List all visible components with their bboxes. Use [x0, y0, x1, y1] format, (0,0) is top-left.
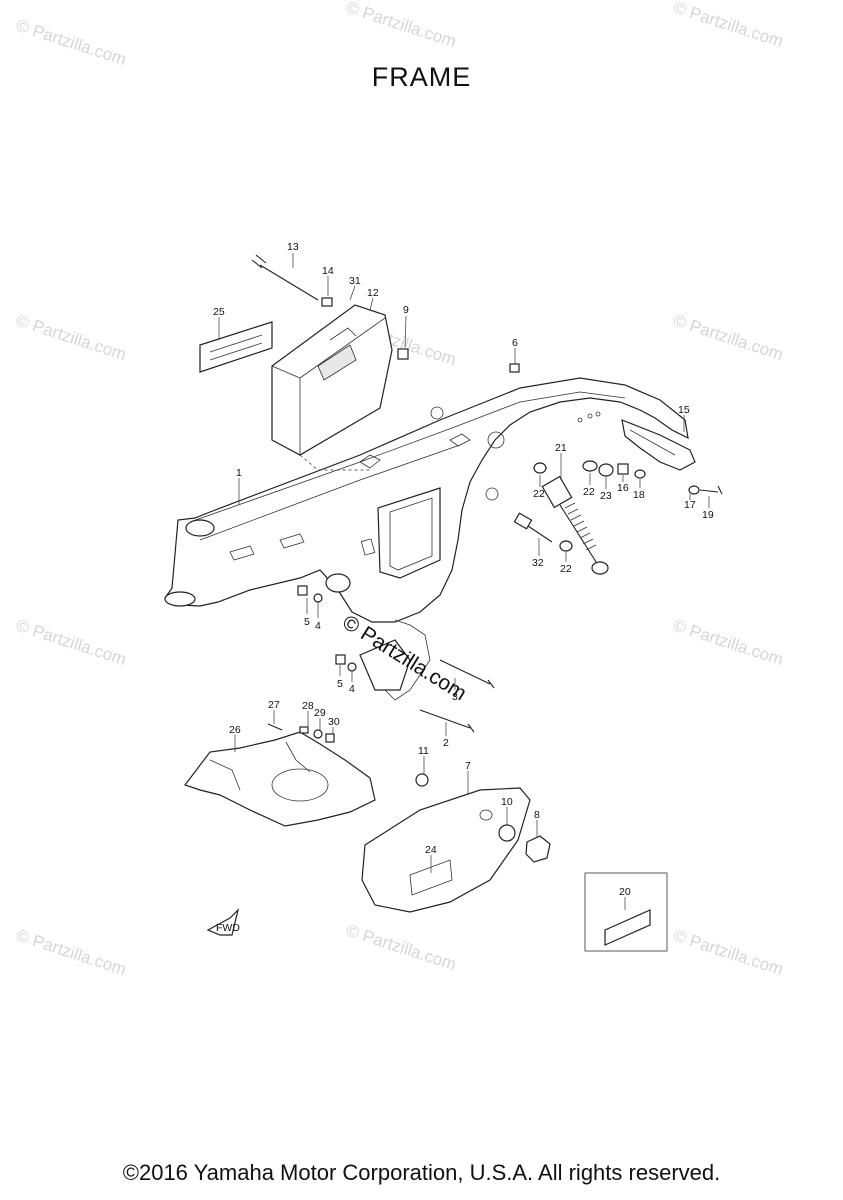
- callout-10: 10: [501, 796, 513, 808]
- svg-text:FWD: FWD: [216, 922, 240, 934]
- callout-15: 15: [678, 404, 690, 416]
- callout-16: 16: [617, 482, 629, 494]
- callout-22: 22: [583, 486, 595, 498]
- callout-7: 7: [465, 760, 471, 772]
- callout-5: 5: [337, 678, 343, 690]
- nut-5a: [297, 585, 308, 596]
- watermark: © Partzilla.com: [14, 16, 129, 69]
- page-title: FRAME: [371, 62, 472, 92]
- callout-11: 11: [418, 745, 429, 757]
- washer-18: [634, 469, 646, 479]
- callout-6: 6: [512, 337, 518, 349]
- fwd-arrow-icon: FWD: [206, 908, 240, 936]
- callout-1: 1: [236, 467, 242, 479]
- callout-20: 20: [619, 886, 631, 898]
- callout-25: 25: [213, 306, 225, 318]
- bolt-13: [251, 254, 319, 301]
- nut-5b: [335, 654, 346, 665]
- leader-lines: [218, 253, 710, 910]
- callout-24: 24: [425, 844, 437, 856]
- bolt-19: [699, 485, 723, 495]
- callout-27: 27: [268, 699, 280, 711]
- callout-13: 13: [287, 241, 299, 253]
- nut-6: [509, 363, 520, 373]
- callout-3: 3: [452, 691, 458, 703]
- fender-flap: [621, 419, 696, 471]
- callout-26: 26: [229, 724, 241, 736]
- side-cover: [361, 787, 531, 913]
- callout-4: 4: [349, 683, 355, 695]
- callout-17: 17: [684, 499, 696, 511]
- nut-16: [617, 463, 629, 475]
- watermark: © Partzilla.com: [671, 616, 786, 669]
- copyright-notice: ©2016 Yamaha Motor Corporation, U.S.A. A…: [122, 1160, 721, 1185]
- washer-22a: [533, 462, 547, 474]
- bolt-2: [419, 709, 475, 733]
- battery-box: [271, 304, 393, 471]
- nut-9: [397, 348, 409, 360]
- callout-14: 14: [322, 265, 334, 277]
- engine-guard: [184, 731, 376, 827]
- washer-4b: [347, 662, 357, 672]
- frame-body: [164, 377, 689, 701]
- center-watermark: © Partzilla.com: [338, 611, 470, 705]
- watermark: © Partzilla.com: [14, 311, 129, 364]
- callout-22: 22: [533, 488, 545, 500]
- grommet-11: [415, 773, 429, 787]
- callout-32: 32: [532, 557, 544, 569]
- emblem-box: [584, 872, 668, 952]
- watermark: © Partzilla.com: [671, 311, 786, 364]
- bolt-32: [513, 512, 553, 543]
- washer-28: [299, 726, 309, 734]
- callout-29: 29: [314, 707, 326, 719]
- callout-28: 28: [302, 700, 314, 712]
- caution-label: [199, 321, 273, 373]
- callout-12: 12: [367, 287, 379, 299]
- callout-21: 21: [555, 442, 567, 454]
- watermark: © Partzilla.com: [671, 926, 786, 979]
- knob-8: [525, 835, 551, 863]
- watermark: © Partzilla.com: [14, 926, 129, 979]
- bolt-3: [439, 659, 495, 689]
- callout-5: 5: [304, 616, 310, 628]
- washer-4a: [313, 593, 323, 603]
- callout-23: 23: [600, 490, 612, 502]
- callout-numbers: 1 2 3 4 4 5 5 6 7 8 9 10 11 12 13 14 15 …: [213, 241, 714, 898]
- callout-4: 4: [315, 620, 321, 632]
- collar-23: [598, 463, 614, 477]
- watermark: © Partzilla.com: [344, 921, 459, 974]
- bolt-27: [267, 723, 283, 731]
- callout-19: 19: [702, 509, 714, 521]
- callout-2: 2: [443, 737, 449, 749]
- washer-10: [498, 824, 516, 842]
- watermark: © Partzilla.com: [671, 0, 786, 51]
- callout-22: 22: [560, 563, 572, 575]
- washer-22c: [559, 540, 573, 552]
- shock-absorber: [541, 475, 609, 575]
- callout-8: 8: [534, 809, 540, 821]
- washer-17: [688, 485, 700, 495]
- watermark: © Partzilla.com: [14, 616, 129, 669]
- callout-9: 9: [403, 304, 409, 316]
- callout-18: 18: [633, 489, 645, 501]
- watermark: © Partzilla.com: [344, 0, 459, 51]
- nut-14: [321, 297, 333, 307]
- washer-29: [313, 729, 323, 739]
- callout-31: 31: [349, 275, 361, 287]
- nut-30: [325, 733, 335, 743]
- washer-22b: [582, 460, 598, 472]
- callout-30: 30: [328, 716, 340, 728]
